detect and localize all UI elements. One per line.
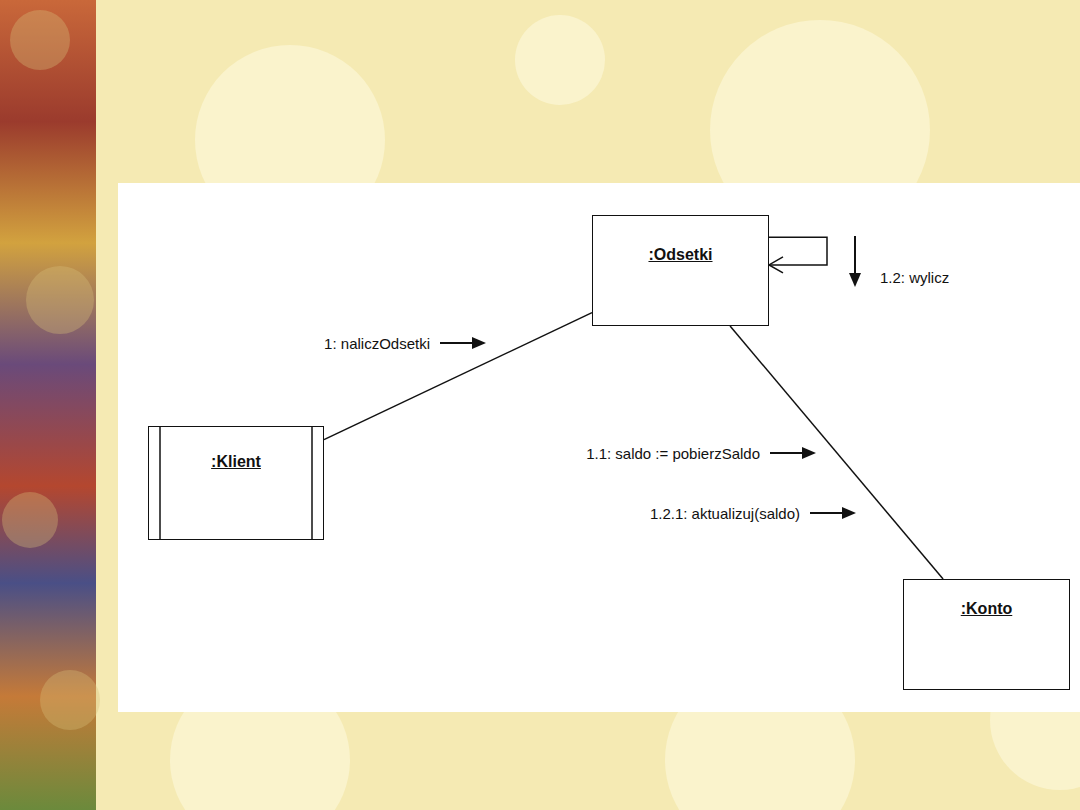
object-link bbox=[324, 313, 592, 440]
object-box: :Odsetki bbox=[592, 215, 769, 326]
message-label: 1.2: wylicz bbox=[878, 269, 951, 286]
active-object-box: :Klient bbox=[148, 426, 324, 540]
strip-gears bbox=[2, 10, 100, 730]
object-name: :Odsetki bbox=[648, 246, 712, 264]
object-link bbox=[730, 326, 943, 579]
diagram-panel bbox=[118, 183, 1080, 712]
message-label: 1.1: saldo := pobierzSaldo bbox=[584, 445, 762, 462]
object-name: :Klient bbox=[211, 453, 261, 471]
message-label: 1.2.1: aktualizuj(saldo) bbox=[648, 505, 802, 522]
active-object-bars bbox=[149, 427, 323, 539]
object-name: :Konto bbox=[961, 600, 1013, 618]
object-box: :Konto bbox=[903, 579, 1070, 690]
self-link bbox=[769, 237, 827, 273]
message-label: 1: naliczOdsetki bbox=[322, 335, 432, 352]
